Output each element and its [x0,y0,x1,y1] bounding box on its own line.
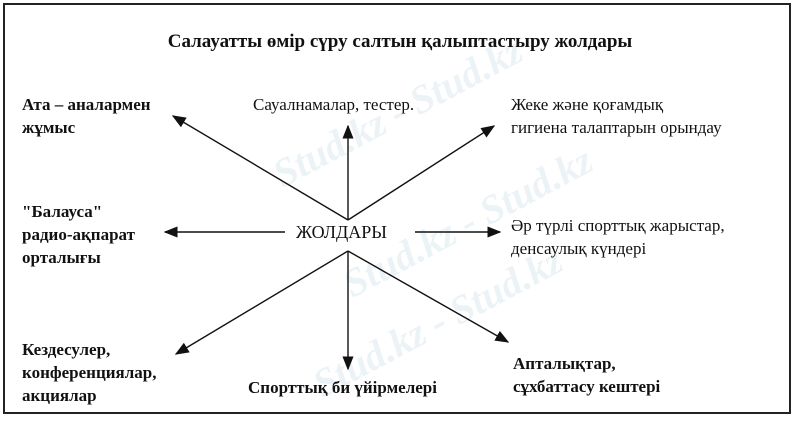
node-line: денсаулық күндері [511,239,647,258]
node-line: жұмыс [22,118,76,137]
diagram-title: Салауатты өмір сүру салтын қалыптастыру … [167,31,633,52]
node-bottom: Спорттық би үйірмелері [248,376,437,399]
node-line: гигиена талаптарын орындау [511,118,722,137]
node-line: сұхбаттасу кештері [513,377,661,396]
node-line: акциялар [22,386,97,405]
node-top: Сауалнамалар, тестер. [253,93,414,116]
node-bottom-left: Кездесулер, конференциялар, акциялар [22,338,157,407]
node-line: "Балауса" [22,202,103,221]
arrow-bottom-right [347,250,510,343]
node-line: Жеке және қоғамдық [511,95,664,114]
node-top-right: Жеке және қоғамдық гигиена талаптарын ор… [511,93,722,139]
node-line: конференциялар, [22,363,157,382]
node-left: "Балауса" радио-ақпарат орталығы [22,200,135,269]
node-line: Сауалнамалар, тестер. [253,95,415,114]
node-right: Әр түрлі спорттық жарыстар, денсаулық кү… [511,214,725,260]
diagram-border [3,3,791,414]
arrow-top-left [171,115,349,221]
node-line: орталығы [22,248,101,267]
node-line: Кездесулер, [22,340,111,359]
arrow-bottom-left [174,250,349,355]
node-line: Ата – аналармен [22,95,151,114]
node-bottom-right: Апталықтар, сұхбаттасу кештері [513,352,660,398]
node-line: Әр түрлі спорттық жарыстар, [511,216,725,235]
node-line: радио-ақпарат [22,225,135,244]
arrow-top-right [347,125,496,221]
node-line: Спорттық би үйірмелері [248,378,437,397]
center-label: ЖОЛДАРЫ [296,222,387,242]
node-line: Апталықтар, [513,354,616,373]
node-top-left: Ата – аналармен жұмыс [22,93,151,139]
